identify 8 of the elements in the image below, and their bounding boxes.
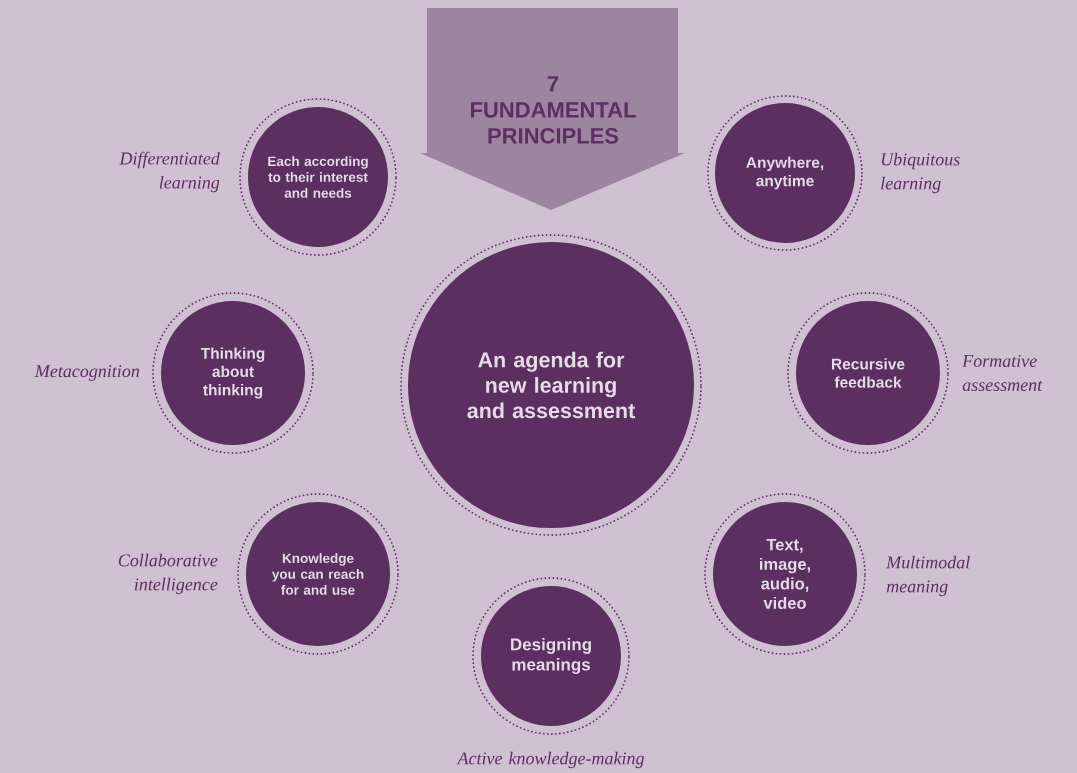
caption-text: Metacognition <box>34 365 140 381</box>
caption-text: Differentiated learning <box>119 151 220 193</box>
caption-text: Active knowledge-making <box>456 751 644 769</box>
caption-text: Formative assessment <box>962 354 1043 392</box>
caption-text: Ubiquitous learning <box>881 152 960 194</box>
caption-text: Multimodal meaning <box>886 555 970 597</box>
caption-text: Collaborative intelligence <box>118 553 218 595</box>
title-banner: 7 FUNDAMENTAL PRINCIPLES <box>420 8 685 210</box>
